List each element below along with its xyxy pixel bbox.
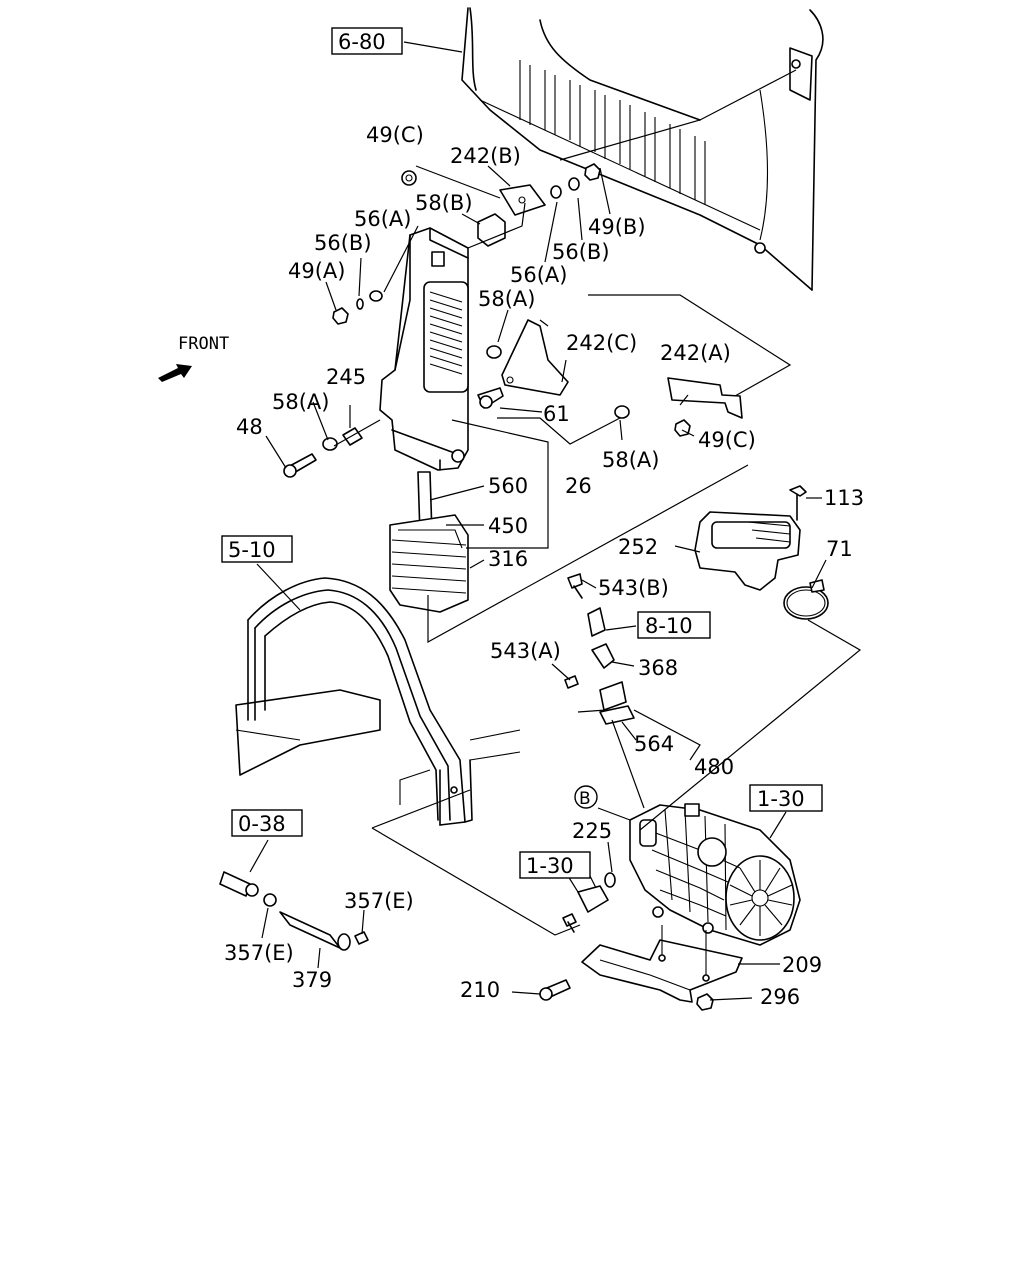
label-357e-right: 357(E) (344, 889, 414, 913)
ref-box-1-30-left: 1-30 (519, 851, 591, 879)
ref-1-30-left-label: 1-30 (526, 854, 574, 878)
label-210: 210 (460, 978, 500, 1002)
front-label: FRONT (178, 334, 229, 354)
front-arrow (158, 364, 192, 382)
ref-box-8-10: 8-10 (637, 611, 711, 639)
label-368: 368 (638, 656, 678, 680)
label-242c: 242(C) (566, 331, 637, 355)
ref-box-0-38: 0-38 (231, 809, 303, 837)
label-357e-left: 357(E) (224, 941, 294, 965)
label-560: 560 (488, 474, 528, 498)
label-543a: 543(A) (490, 639, 561, 663)
label-543b: 543(B) (598, 576, 669, 600)
label-56b-left: 56(B) (314, 231, 372, 255)
cab-back-panel (461, 7, 824, 291)
label-49c-low: 49(C) (698, 428, 756, 452)
label-26: 26 (565, 474, 592, 498)
ref-0-38-label: 0-38 (238, 812, 286, 836)
label-245: 245 (326, 365, 366, 389)
label-58a-mid: 58(A) (478, 287, 535, 311)
ref-5-10-label: 5-10 (228, 538, 276, 562)
air-inlet-hood (694, 485, 829, 620)
part-labels: 49(C) 242(B) 58(B) 56(A) 56(B) 49(A) 49(… (224, 123, 864, 1009)
label-225: 225 (572, 819, 612, 843)
ref-box-5-10: 5-10 (221, 535, 293, 563)
label-209: 209 (782, 953, 822, 977)
label-56a-left: 56(A) (354, 207, 411, 231)
hose-parts (219, 871, 369, 951)
label-480: 480 (694, 755, 734, 779)
small-bracket (562, 885, 609, 933)
leader-lines (249, 165, 862, 1001)
intake-bellows (389, 471, 469, 613)
label-58a-low: 58(A) (602, 448, 659, 472)
circle-b-marker: B (574, 785, 598, 809)
label-252: 252 (618, 535, 658, 559)
label-61: 61 (543, 402, 570, 426)
label-450: 450 (488, 514, 528, 538)
label-379: 379 (292, 968, 332, 992)
label-48: 48 (236, 415, 263, 439)
air-intake-duct (379, 227, 469, 471)
sensor-parts (564, 573, 635, 725)
label-296: 296 (760, 985, 800, 1009)
label-49a: 49(A) (288, 259, 345, 283)
ref-8-10-label: 8-10 (645, 614, 693, 638)
label-316: 316 (488, 547, 528, 571)
ref-1-30-right-label: 1-30 (757, 787, 805, 811)
ref-box-6-80: 6-80 (331, 27, 403, 55)
air-cleaner (629, 803, 801, 946)
label-242a: 242(A) (660, 341, 731, 365)
circle-b-label: B (579, 789, 591, 809)
label-56b-right: 56(B) (552, 240, 610, 264)
label-564: 564 (634, 732, 674, 756)
label-49c-top: 49(C) (366, 123, 424, 147)
ref-6-80-label: 6-80 (338, 30, 386, 54)
label-113: 113 (824, 486, 864, 510)
o-ring (604, 872, 616, 888)
label-49b: 49(B) (588, 215, 646, 239)
ref-box-1-30-right: 1-30 (749, 784, 823, 812)
label-71: 71 (826, 537, 853, 561)
label-242b: 242(B) (450, 144, 521, 168)
mounting-bracket (539, 925, 743, 1011)
label-56a-right: 56(A) (510, 263, 567, 287)
label-58b: 58(B) (415, 191, 473, 215)
label-58a-left: 58(A) (272, 390, 329, 414)
small-hardware (283, 163, 743, 478)
frame-rail (235, 577, 521, 826)
